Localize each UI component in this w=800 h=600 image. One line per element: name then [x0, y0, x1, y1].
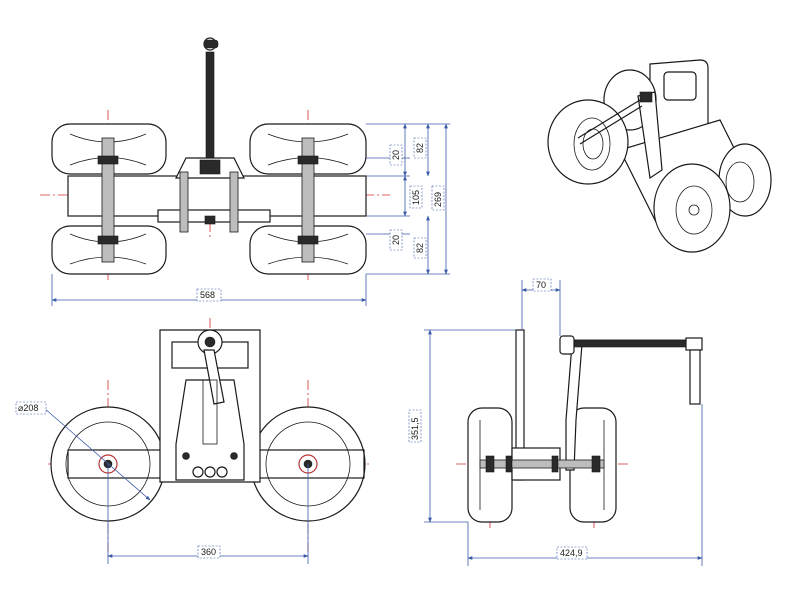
top-chassis-beam — [67, 175, 367, 217]
svg-text:568: 568 — [200, 290, 215, 300]
dim-side-offset: 70 — [521, 278, 561, 336]
side-view: 70 351,5 424,9 — [408, 278, 703, 566]
svg-text:351,5: 351,5 — [410, 417, 420, 440]
dim-top-right-upper: 82 — [413, 137, 427, 159]
svg-text:70: 70 — [536, 280, 546, 290]
dim-side-width: 424,9 — [467, 404, 703, 566]
svg-text:20: 20 — [391, 235, 401, 245]
dim-top-center: 105 — [409, 185, 423, 209]
dim-top-length: 568 — [51, 274, 367, 306]
isometric-view — [547, 59, 772, 253]
dim-side-height: 351,5 — [408, 329, 516, 523]
dim-front-axle-spacing: 360 — [107, 464, 309, 564]
dim-top-total: 269 — [431, 185, 445, 211]
svg-text:82: 82 — [415, 243, 425, 253]
dim-top-right-lower: 82 — [413, 237, 427, 259]
svg-text:424,9: 424,9 — [560, 548, 583, 558]
top-right-dimensions — [366, 123, 450, 275]
front-view: ⌀208 360 — [15, 318, 372, 564]
svg-text:360: 360 — [201, 547, 216, 557]
svg-text:⌀208: ⌀208 — [18, 403, 38, 413]
dim-wheel-diameter: ⌀208 — [15, 401, 151, 501]
dim-top-gap-upper: 20 — [389, 144, 403, 166]
front-plate — [159, 329, 261, 483]
svg-text:20: 20 — [391, 150, 401, 160]
side-crank-screw — [559, 335, 703, 405]
svg-text:269: 269 — [433, 192, 443, 207]
svg-text:105: 105 — [411, 190, 421, 205]
dim-top-gap-lower: 20 — [389, 229, 403, 251]
svg-text:82: 82 — [415, 143, 425, 153]
top-view: 20 82 105 269 20 82 568 — [40, 37, 450, 306]
top-crank-screw — [175, 37, 245, 233]
